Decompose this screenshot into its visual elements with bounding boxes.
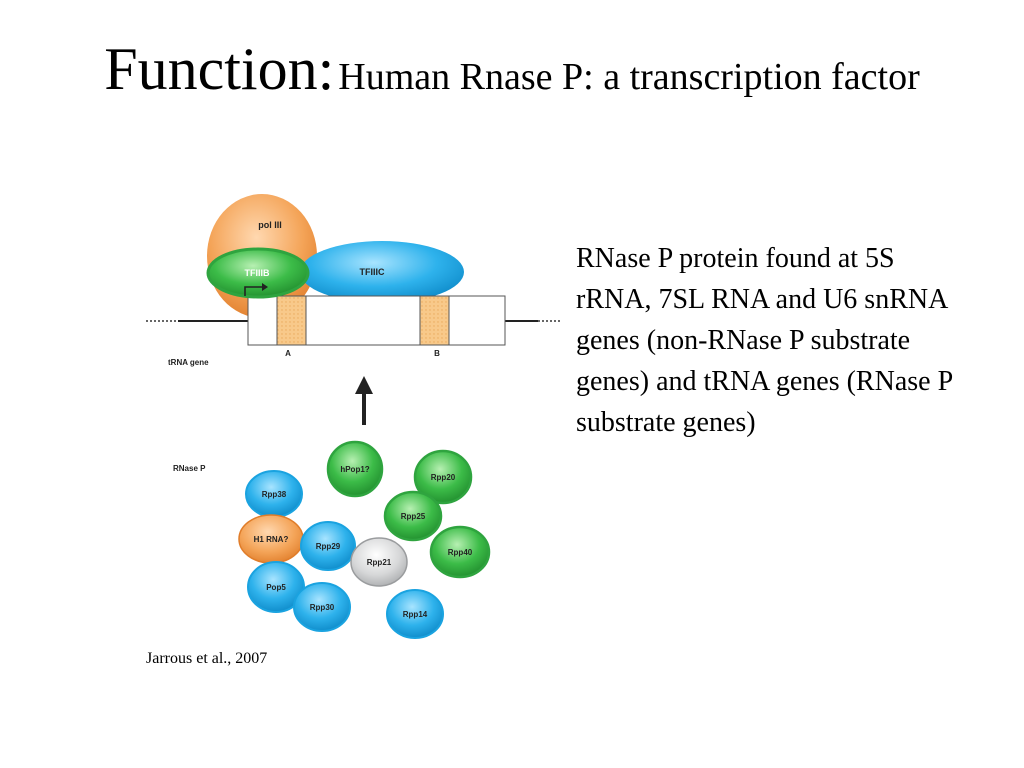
subunit-rpp21: Rpp21	[350, 537, 408, 587]
tfiiib-ellipse	[206, 247, 310, 299]
box-b-label: B	[434, 349, 440, 358]
subunit-pop5-label: Pop5	[266, 583, 286, 592]
subunit-rpp20: Rpp20	[413, 449, 473, 505]
subunit-rpp40: Rpp40	[429, 525, 491, 579]
transcription-arrow-head	[262, 283, 268, 291]
subunit-rpp14: Rpp14	[386, 589, 444, 639]
box-b-element	[419, 295, 450, 346]
subunit-h1-rna: H1 RNA?	[238, 514, 304, 564]
subunit-rpp30: Rpp30	[293, 582, 351, 632]
box-a-label: A	[285, 349, 291, 358]
trna-gene-label: tRNA gene	[168, 358, 209, 367]
body-text: RNase P protein found at 5S rRNA, 7SL RN…	[576, 243, 953, 438]
tfiiic-label: TFIIIC	[360, 267, 385, 277]
subunit-rpp38: Rpp38	[245, 470, 303, 518]
subunit-hpop1: hPop1?	[326, 440, 384, 498]
subunit-rpp20-label: Rpp20	[431, 473, 456, 482]
box-a-element	[276, 295, 307, 346]
subunit-hpop1-label: hPop1?	[340, 465, 369, 474]
subunit-rpp14-label: Rpp14	[403, 610, 428, 619]
subunit-rpp29-label: Rpp29	[316, 542, 341, 551]
subunit-h1-rna-label: H1 RNA?	[254, 535, 289, 544]
subunit-rpp21-label: Rpp21	[367, 558, 392, 567]
subunit-rpp38-label: Rpp38	[262, 490, 287, 499]
slide-title: Function: Human Rnase P: a transcription…	[70, 38, 954, 116]
binding-arrow-head	[355, 376, 373, 394]
transcription-start-arrow	[244, 286, 262, 296]
subunit-rpp40-label: Rpp40	[448, 548, 473, 557]
pol-iii-label: pol III	[258, 220, 282, 230]
citation: Jarrous et al., 2007	[146, 650, 268, 667]
tfiiic-ellipse	[300, 241, 464, 303]
subunit-pop5: Pop5	[247, 561, 305, 613]
tfiiib-label: TFIIIB	[245, 268, 270, 278]
title-lead: Function:	[104, 36, 335, 102]
subunit-rpp29: Rpp29	[300, 521, 356, 571]
subunit-rpp25-label: Rpp25	[401, 512, 426, 521]
subunit-rpp25: Rpp25	[383, 490, 443, 542]
title-rest: Human Rnase P: a transcription factor	[338, 56, 920, 98]
subunit-rpp30-label: Rpp30	[310, 603, 335, 612]
rnase-p-label: RNase P	[173, 464, 206, 473]
